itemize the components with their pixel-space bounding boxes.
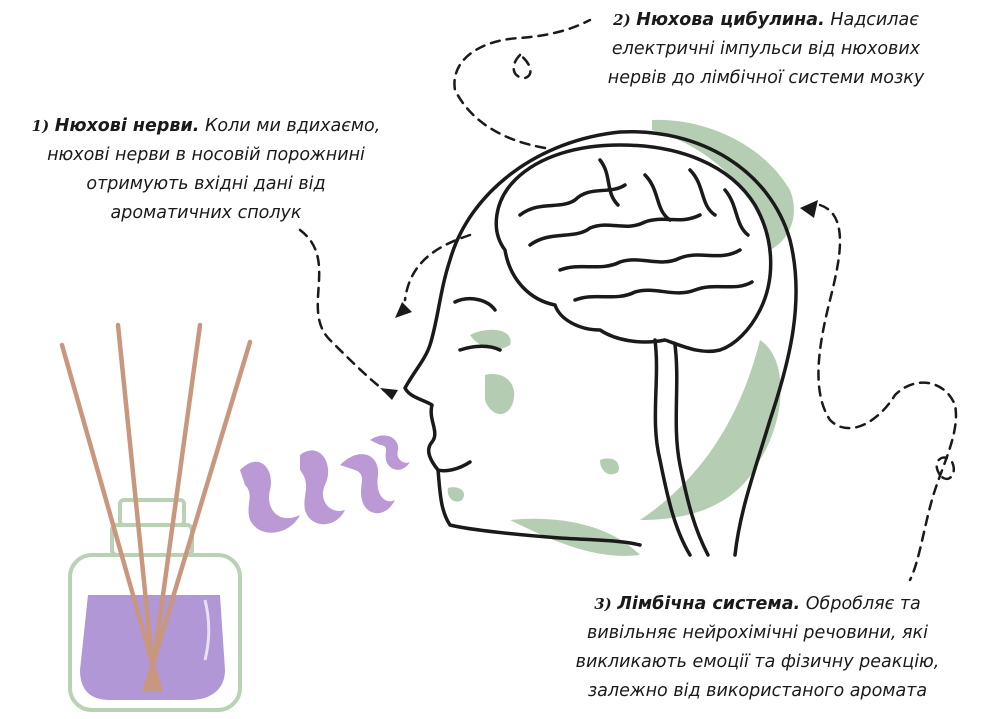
arrowhead-icon bbox=[380, 388, 398, 400]
arrowhead-icon bbox=[395, 302, 412, 318]
scent-wisps bbox=[240, 435, 410, 532]
caption-limbic-system: 3) Лімбічна система. Обробляє та вивільн… bbox=[530, 590, 985, 706]
caption-olfactory-bulb: 2) Нюхова цибулина. Надсилає електричні … bbox=[566, 6, 966, 93]
caption-olfactory-nerves: 1) Нюхові нерви. Коли ми вдихаємо, нюхов… bbox=[6, 112, 406, 228]
flow-arrows bbox=[300, 20, 956, 580]
arrowhead-icon bbox=[800, 200, 818, 218]
head-outline bbox=[405, 132, 796, 555]
